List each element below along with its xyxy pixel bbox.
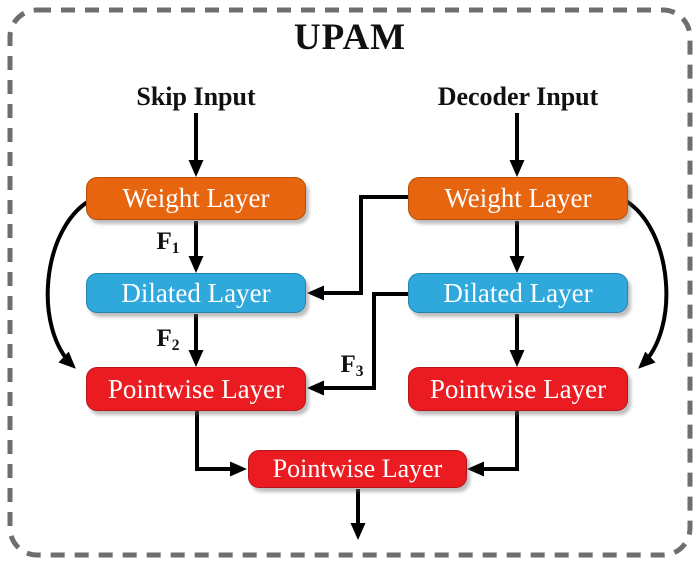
dashed-frame <box>7 7 693 558</box>
feature-label-f2: F2 <box>146 325 190 355</box>
decoder-pointwise-layer-label: Pointwise Layer <box>429 373 607 404</box>
skip-weight-layer-label: Weight Layer <box>122 183 270 213</box>
feature-label-f1: F1 <box>146 228 190 258</box>
feature-label-f1-base: F <box>156 228 172 255</box>
skip-pointwise-layer-label: Pointwise Layer <box>107 373 285 404</box>
decoder-dilated-layer-label: Dilated Layer <box>443 277 593 308</box>
arrow-skip-pointwise-to-fusion <box>195 411 247 477</box>
decoder-input-label: Decoder Input <box>437 82 599 111</box>
arrow-decoder-pointwise-to-fusion <box>467 411 519 477</box>
decoder-weight-layer-box: Weight Layer <box>408 177 628 220</box>
fusion-pointwise-layer-label: Pointwise Layer <box>272 454 443 483</box>
skip-dilated-layer-label: Dilated Layer <box>121 277 271 308</box>
page-title: UPAM <box>293 17 407 58</box>
fusion-pointwise-layer-box: Pointwise Layer <box>248 450 467 488</box>
feature-label-f3: F3 <box>330 351 374 381</box>
arrow-decoder-weight-bypass <box>624 199 669 369</box>
feature-label-f3-base: F <box>340 351 356 378</box>
arrow-decoder-dilated-to-skip-pointwise <box>307 292 410 396</box>
decoder-pointwise-layer-box: Pointwise Layer <box>408 367 628 411</box>
arrow-skip-weight-bypass <box>45 199 91 369</box>
skip-pointwise-layer-box: Pointwise Layer <box>86 367 306 411</box>
skip-input-label: Skip Input <box>136 82 256 111</box>
decoder-weight-layer-label: Weight Layer <box>444 183 592 213</box>
feature-label-f1-sub: 1 <box>171 239 180 257</box>
skip-weight-layer-box: Weight Layer <box>86 177 306 220</box>
skip-dilated-layer-box: Dilated Layer <box>86 273 306 313</box>
feature-label-f3-sub: 3 <box>355 362 364 380</box>
arrow-decoder-weight-to-skip-dilated <box>307 195 410 301</box>
decoder-dilated-layer-box: Dilated Layer <box>408 273 628 313</box>
feature-label-f2-sub: 2 <box>171 336 180 354</box>
feature-label-f2-base: F <box>156 325 172 352</box>
